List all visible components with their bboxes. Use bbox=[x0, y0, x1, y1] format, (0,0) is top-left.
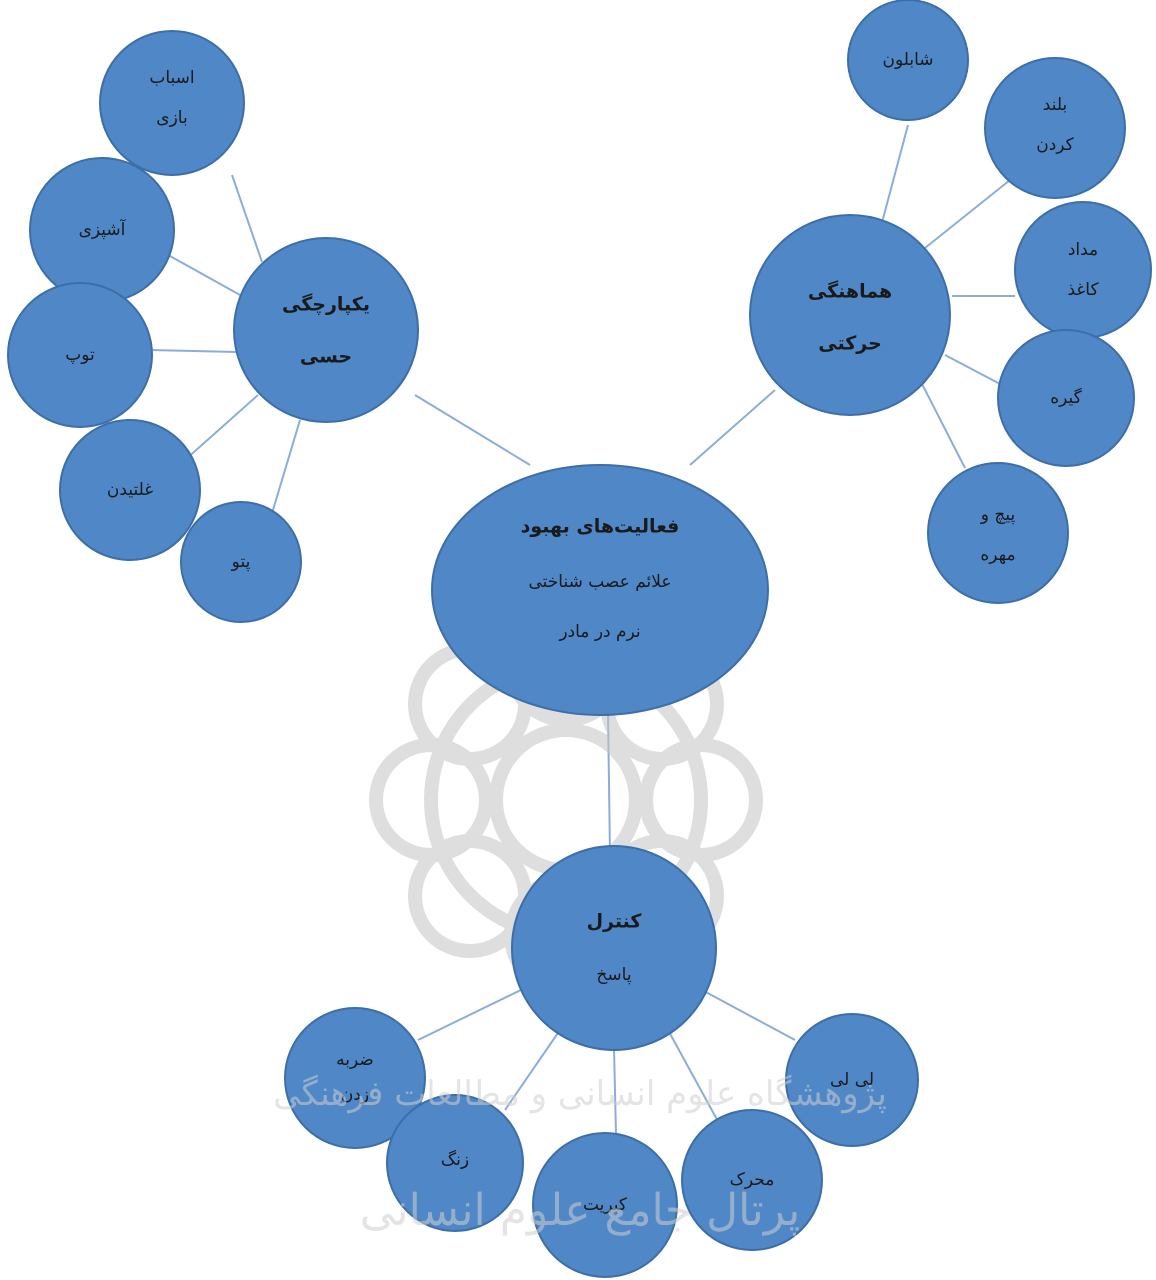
leaf-toys-line2: بازی bbox=[156, 108, 187, 128]
hub-response-line2: پاسخ bbox=[596, 965, 631, 985]
edge-sensory-rolling bbox=[184, 394, 259, 461]
leaf-rolling: غلتیدن bbox=[59, 419, 201, 561]
edge-sensory-cooking bbox=[169, 255, 241, 296]
watermark-line2: پرتال جامع علوم انسانی bbox=[360, 1185, 801, 1236]
edges bbox=[149, 124, 1015, 1136]
edge-motor-lifting bbox=[924, 179, 1011, 249]
hub-motor-line1: هماهنگی bbox=[808, 280, 892, 303]
edge-center-motor bbox=[689, 389, 776, 466]
leaf-toys: اسباب بازی bbox=[99, 30, 245, 176]
leaf-clip-line1: گیره bbox=[1050, 387, 1082, 408]
edge-response-bell bbox=[504, 1029, 561, 1111]
hub-sensory-line2: حسی bbox=[300, 346, 352, 368]
leaf-rhythm-line1: ضربه bbox=[336, 1050, 374, 1070]
edge-sensory-ball bbox=[149, 349, 238, 353]
leaf-pencil-paper: مداد کاغذ bbox=[1014, 201, 1152, 339]
hub-motor: هماهنگی حرکتی bbox=[749, 214, 951, 416]
leaf-bell-line1: زنگ bbox=[441, 1149, 469, 1170]
leaf-blanket-line1: پتو bbox=[231, 552, 251, 572]
edge-sensory-toys bbox=[231, 174, 263, 263]
leaf-rolling-line1: غلتیدن bbox=[107, 480, 153, 500]
hub-response: کنترل پاسخ bbox=[511, 845, 717, 1051]
center-line3: نرم در مادر bbox=[558, 622, 640, 642]
edge-center-sensory bbox=[414, 394, 531, 466]
leaf-lifting: بلند کردن bbox=[984, 57, 1126, 199]
leaf-stencil-line1: شابلون bbox=[882, 50, 933, 70]
watermark-text: پژوهشگاه علوم انسانی و مطالعات فرهنگی پر… bbox=[273, 1074, 887, 1236]
hub-motor-line2: حرکتی bbox=[818, 333, 882, 355]
leaf-lili: لی لی bbox=[785, 1013, 919, 1147]
leaf-stimulus-line1: محرک bbox=[730, 1170, 775, 1190]
leaf-lifting-line2: کردن bbox=[1036, 135, 1074, 155]
leaf-cooking-line1: آشپزی bbox=[79, 218, 127, 240]
leaf-lifting-line1: بلند bbox=[1043, 95, 1067, 115]
edge-motor-clip bbox=[944, 354, 1003, 386]
leaf-cooking: آشپزی bbox=[29, 157, 175, 303]
edge-sensory-blanket bbox=[269, 419, 301, 521]
leaf-ball-line1: توپ bbox=[65, 345, 95, 365]
leaf-match-line1: کبریت bbox=[583, 1195, 628, 1215]
edge-response-rhythm bbox=[417, 987, 526, 1041]
center-line2: علائم عصب شناختی bbox=[528, 572, 671, 592]
hub-sensory: یکپارچگی حسی bbox=[233, 237, 419, 423]
edge-response-match bbox=[613, 1047, 617, 1136]
leaf-toys-line1: اسباب bbox=[149, 68, 194, 88]
watermark-line1: پژوهشگاه علوم انسانی و مطالعات فرهنگی bbox=[273, 1074, 887, 1114]
edge-response-stimulus bbox=[667, 1029, 721, 1126]
leaf-nut-line2: مهره bbox=[980, 545, 1015, 565]
edge-motor-nut bbox=[919, 379, 966, 469]
edge-motor-stencil bbox=[879, 124, 909, 231]
leaf-rhythm: ضربه زدن bbox=[284, 1007, 426, 1149]
leaf-pencil-line2: کاغذ bbox=[1067, 280, 1099, 300]
hub-sensory-line1: یکپارچگی bbox=[282, 293, 370, 316]
center-node: فعالیت‌های بهبود علائم عصب شناختی نرم در… bbox=[431, 464, 769, 716]
leaf-nut-bolt: پیچ و مهره bbox=[927, 462, 1069, 604]
leaf-pencil-line1: مداد bbox=[1068, 240, 1098, 260]
leaf-ball: توپ bbox=[7, 282, 153, 428]
leaf-nut-line1: پیچ و bbox=[980, 505, 1016, 525]
hub-response-line1: کنترل bbox=[587, 911, 643, 933]
leaf-clip: گیره bbox=[997, 329, 1135, 467]
leaf-rhythm-line2: زدن bbox=[341, 1085, 369, 1105]
leaf-lili-line1: لی لی bbox=[830, 1070, 874, 1090]
leaf-stencil: شابلون bbox=[847, 0, 969, 121]
leaf-stimulus: محرک bbox=[681, 1109, 823, 1251]
center-line1: فعالیت‌های بهبود bbox=[521, 516, 680, 538]
leaf-match: کبریت bbox=[532, 1132, 678, 1278]
edge-response-lili bbox=[701, 989, 796, 1041]
leaf-blanket: پتو bbox=[180, 501, 302, 623]
leaf-bell: زنگ bbox=[386, 1094, 524, 1232]
